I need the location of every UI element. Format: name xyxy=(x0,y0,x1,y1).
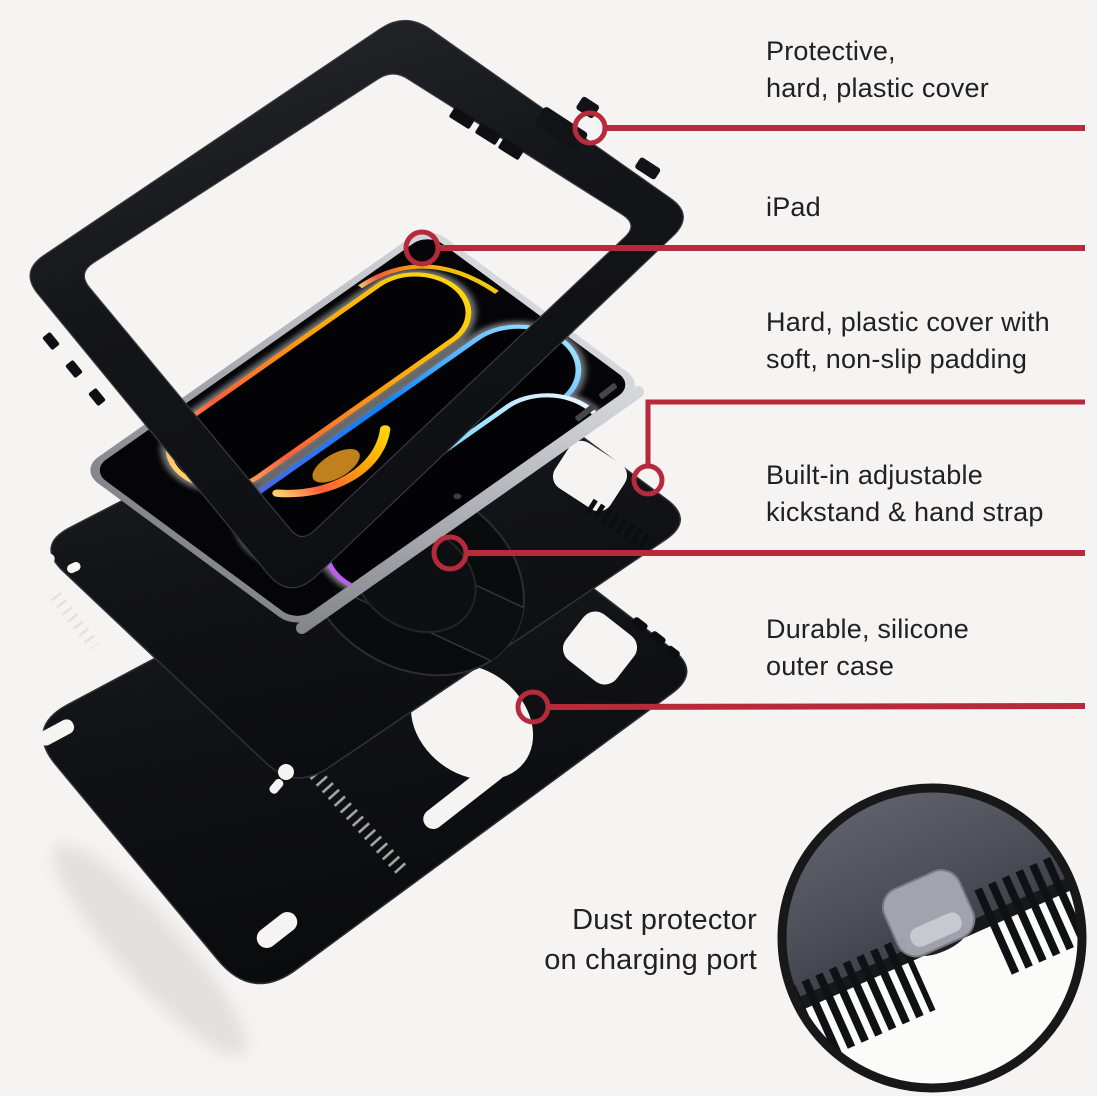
label-line: outer case xyxy=(766,651,895,681)
label-line: soft, non-slip padding xyxy=(766,344,1028,374)
case-button-bump xyxy=(649,631,666,646)
leader-outer-case xyxy=(547,703,1086,710)
frame-tab xyxy=(635,157,661,180)
frame-camera-block xyxy=(534,107,588,151)
marker-outer-case xyxy=(515,689,551,725)
marker-ipad xyxy=(403,229,441,267)
cover-mic-hole xyxy=(39,553,55,567)
case-shadow xyxy=(53,843,247,1057)
label-line: Dust protector xyxy=(572,904,757,936)
case-button-bump xyxy=(631,617,648,632)
marker-kickstand xyxy=(431,534,469,572)
inset-ring xyxy=(777,783,1087,1093)
frame-side-tab xyxy=(65,360,83,378)
cover-keyhole-cutout xyxy=(269,764,294,794)
marker-back-cover xyxy=(631,463,665,497)
charging-port-inset xyxy=(777,783,1087,1093)
case-strap-slot xyxy=(423,760,505,830)
frame-side-tab xyxy=(88,388,106,406)
case-camera-cutout xyxy=(562,611,638,685)
ipad-side-wall xyxy=(296,386,644,634)
frame-side-tab xyxy=(42,332,60,350)
callout-label-ipad: iPad xyxy=(766,189,821,226)
callout-label-kickstand: Built-in adjustable kickstand & hand str… xyxy=(766,457,1044,531)
case-button-bump xyxy=(666,645,680,659)
callout-label-outer-case: Durable, silicone outer case xyxy=(766,611,969,685)
cover-camera-cutout xyxy=(552,440,628,512)
label-line: iPad xyxy=(766,192,821,222)
inset-label-dust-protector: Dust protector on charging port xyxy=(544,900,757,980)
front-frame-layer xyxy=(29,19,684,589)
case-ring-opening xyxy=(410,664,534,780)
cover-rib-teeth xyxy=(584,498,656,553)
cover-mic-hole xyxy=(67,561,81,574)
marker-front-frame xyxy=(572,110,608,146)
leader-back-cover xyxy=(645,399,1085,466)
case-rib-texture xyxy=(50,592,100,650)
callout-lines xyxy=(437,125,1086,710)
case-rib-texture xyxy=(285,742,410,878)
inset-rib-teeth xyxy=(972,830,1082,976)
case-side-cutout xyxy=(38,719,75,746)
frame-notch xyxy=(498,138,524,160)
front-camera-dot xyxy=(453,493,462,500)
frame-notch xyxy=(449,107,475,129)
label-line: kickstand & hand strap xyxy=(766,497,1044,527)
label-line: hard, plastic cover xyxy=(766,73,989,103)
label-line: on charging port xyxy=(544,944,757,976)
callout-markers xyxy=(403,110,665,725)
frame-notch xyxy=(475,123,501,145)
callout-label-front-frame: Protective, hard, plastic cover xyxy=(766,33,989,107)
inset-case-surface xyxy=(782,788,1082,1021)
inset-dust-plug xyxy=(881,869,976,958)
case-speaker-cutout xyxy=(256,911,298,949)
label-line: Built-in adjustable xyxy=(766,460,983,490)
ipad-antenna-slot xyxy=(575,404,595,422)
inset-plug-detail xyxy=(910,912,962,947)
callout-label-back-cover: Hard, plastic cover with soft, non-slip … xyxy=(766,304,1050,378)
label-line: Protective, xyxy=(766,36,896,66)
label-line: Durable, silicone xyxy=(766,614,969,644)
ipad-antenna-slot xyxy=(599,383,617,399)
label-line: Hard, plastic cover with xyxy=(766,307,1050,337)
